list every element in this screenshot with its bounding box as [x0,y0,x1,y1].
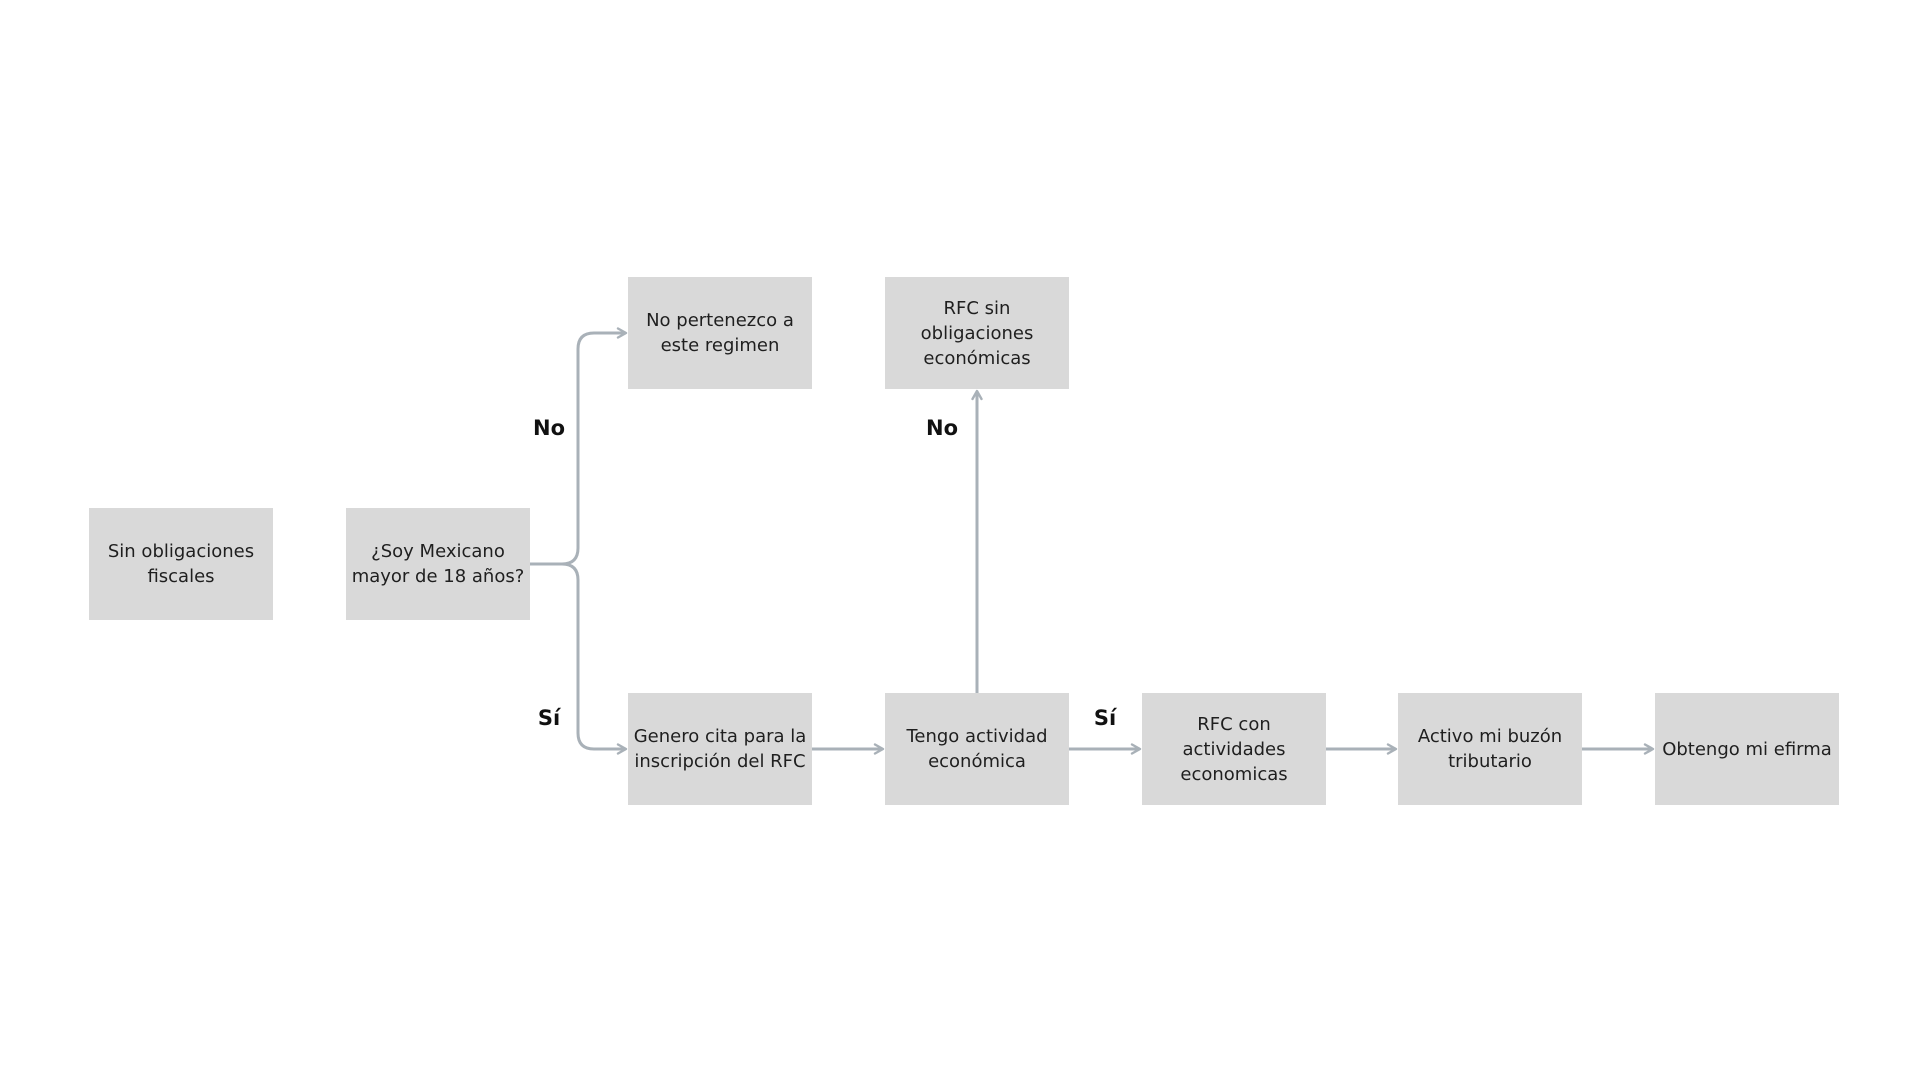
node-label: Obtengo mi efirma [1662,738,1832,760]
node-label: No pertenezco a este regimen [646,310,794,356]
connector-no-branch [530,327,628,566]
node-rfc-sin-obligaciones[interactable]: RFC sin obligaciones económicas [885,277,1069,389]
node-label: Tengo actividad económica [906,726,1048,772]
node-label: ¿Soy Mexicano mayor de 18 años? [351,541,525,587]
node-label: RFC con actividades economicas [1180,713,1288,785]
edge-label-no-actividad: No [925,416,959,440]
node-rfc-con-actividades[interactable]: RFC con actividades economicas [1142,693,1326,805]
node-label: Genero cita para la inscripción del RFC [633,726,807,772]
node-label: Sin obligaciones fiscales [107,541,255,587]
edge-label-si-actividad: Sí [1093,706,1117,730]
node-label: Activo mi buzón tributario [1417,726,1563,772]
node-activo-buzon-tributario[interactable]: Activo mi buzón tributario [1398,693,1582,805]
edge-label-no-mexicano: No [532,416,566,440]
node-label: RFC sin obligaciones económicas [920,297,1034,369]
connector-si-branch [561,562,628,755]
node-tengo-actividad-decision[interactable]: Tengo actividad económica [885,693,1069,805]
edge-label-si-mexicano: Sí [537,706,561,730]
node-sin-obligaciones-fiscales[interactable]: Sin obligaciones fiscales [89,508,273,620]
node-no-pertenezco[interactable]: No pertenezco a este regimen [628,277,812,389]
node-obtengo-efirma[interactable]: Obtengo mi efirma [1655,693,1839,805]
node-genero-cita[interactable]: Genero cita para la inscripción del RFC [628,693,812,805]
node-soy-mexicano-decision[interactable]: ¿Soy Mexicano mayor de 18 años? [346,508,530,620]
